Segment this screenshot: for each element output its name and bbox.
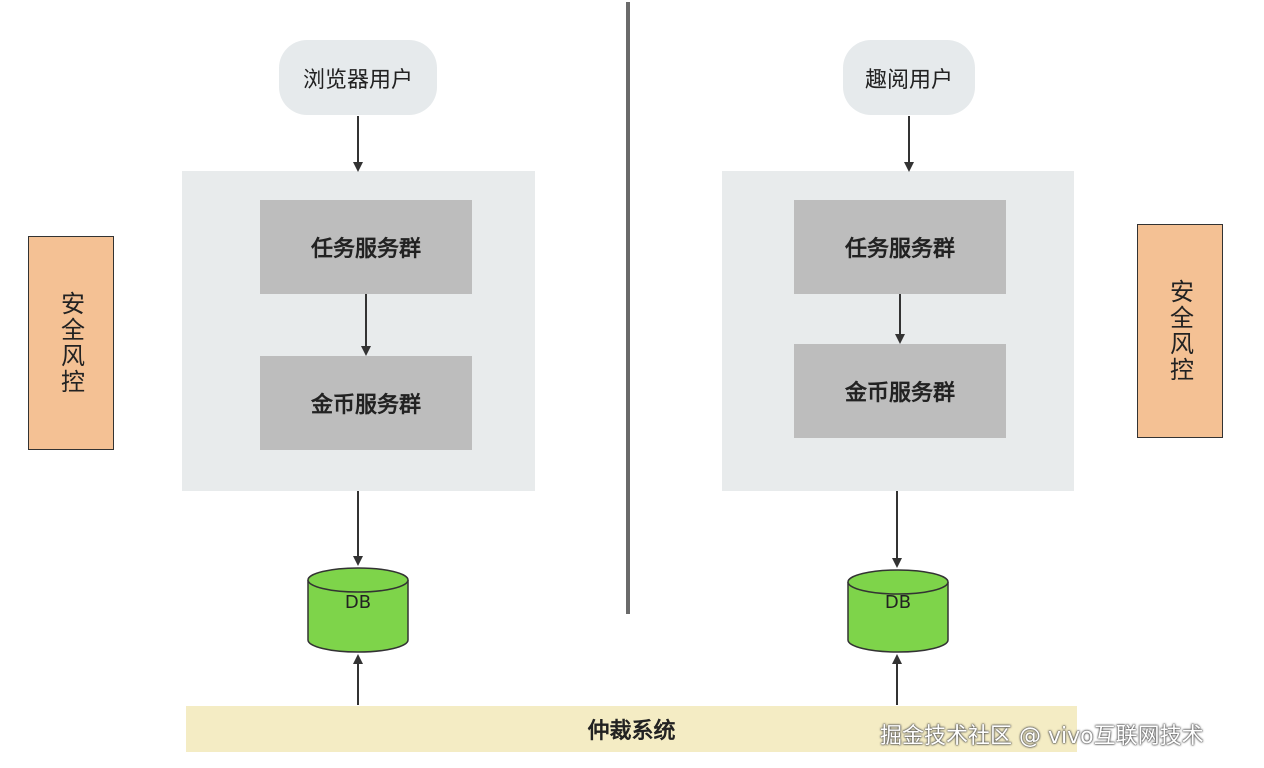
browser-user-label: 浏览器用户 <box>302 67 413 93</box>
right-db-cylinder <box>847 569 949 653</box>
quyue-user-label: 趣阅用户 <box>864 67 953 93</box>
quyue-user-node: 趣阅用户 <box>843 40 975 115</box>
left-risk-control-label: 安全风控 <box>56 291 85 395</box>
right-risk-control-label: 安全风控 <box>1165 279 1194 383</box>
right-risk-control: 安全风控 <box>1137 224 1223 438</box>
right-coin-service-label: 金币服务群 <box>844 381 955 406</box>
left-coin-service: 金币服务群 <box>260 356 472 450</box>
arbitration-system-label: 仲裁系统 <box>587 719 676 744</box>
watermark: 掘金技术社区 @ vivo互联网技术 <box>880 724 1204 749</box>
left-db-cylinder <box>307 567 409 653</box>
right-task-service-label: 任务服务群 <box>844 237 955 262</box>
left-coin-service-label: 金币服务群 <box>310 393 421 418</box>
left-task-service: 任务服务群 <box>260 200 472 294</box>
arbitration-system: 仲裁系统 <box>186 706 1077 752</box>
left-risk-control: 安全风控 <box>28 236 114 450</box>
left-task-service-label: 任务服务群 <box>310 237 421 262</box>
browser-user-node: 浏览器用户 <box>279 40 437 115</box>
center-divider <box>626 2 630 614</box>
left-db-label: DB <box>344 592 372 613</box>
right-coin-service: 金币服务群 <box>794 344 1006 438</box>
right-db-label: DB <box>884 592 912 613</box>
right-task-service: 任务服务群 <box>794 200 1006 294</box>
